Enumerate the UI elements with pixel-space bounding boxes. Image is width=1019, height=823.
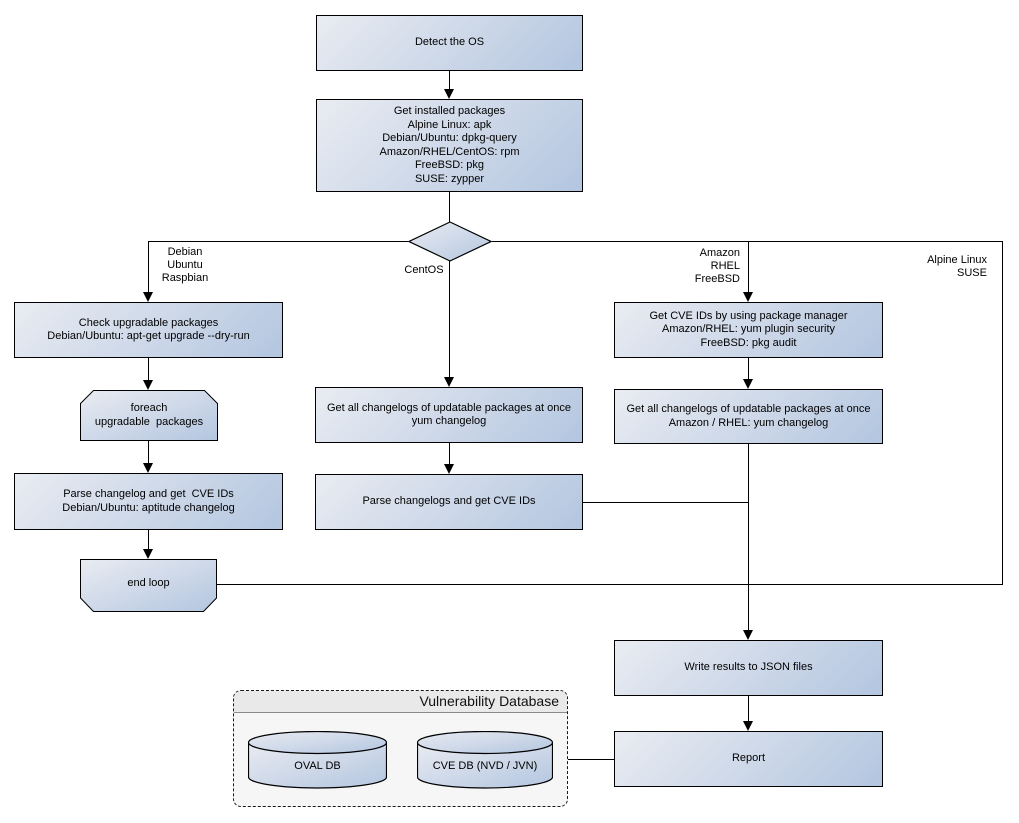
arrowhead-into-parse-deb: [142, 463, 153, 473]
node-detect-os: Detect the OS: [316, 15, 583, 71]
node-report: Report: [614, 731, 883, 787]
connector-cveids-to-changelogs: [748, 358, 749, 379]
arrowhead-into-report: [742, 721, 753, 731]
arrowhead-into-changelogs-centos: [443, 377, 454, 387]
loop-start-label: foreach upgradable packages: [94, 402, 204, 428]
branch-label-centos: CentOS: [404, 264, 444, 276]
arrowhead-into-write-results: [742, 630, 753, 640]
node-get-changelogs-centos: Get all changelogs of updatable packages…: [315, 387, 583, 443]
branch-label-debian: Debian Ubuntu Raspbian: [161, 246, 209, 284]
connector-foreach-to-parse: [148, 441, 149, 463]
connector-detect-to-installed: [449, 71, 450, 90]
arrowhead-into-cveids: [742, 292, 753, 302]
connector-database-to-report: [568, 759, 614, 760]
connector-farright-branch-down: [1002, 241, 1003, 585]
node-write-results: Write results to JSON files: [614, 640, 883, 696]
connector-right-branch-down: [748, 241, 749, 292]
connector-changelogs-to-parse-centos: [449, 443, 450, 464]
loop-start-shape: [80, 390, 218, 441]
connector-check-to-foreach: [148, 358, 149, 380]
oval-db-cylinder: [248, 731, 387, 789]
connector-decision-left: [148, 241, 408, 242]
oval-db-label: OVAL DB: [294, 760, 341, 772]
arrowhead-into-endloop: [142, 549, 153, 559]
loop-end-shape: [80, 559, 217, 612]
branch-label-amazon: Amazon RHEL FreeBSD: [694, 247, 740, 285]
cve-db-cylinder: [417, 731, 553, 789]
branch-label-alpine-suse: Alpine Linux SUSE: [927, 254, 987, 279]
connector-parse-centos-to-merge: [583, 502, 748, 503]
connector-center-branch-down: [449, 261, 450, 377]
node-parse-changelog-deb: Parse changelog and get CVE IDs Debian/U…: [14, 473, 283, 530]
vulnerability-database-title: Vulnerability Database: [234, 691, 567, 713]
node-parse-changelogs-centos: Parse changelogs and get CVE IDs: [315, 474, 583, 530]
connector-installed-to-decision: [449, 192, 450, 222]
connector-changelogs-to-write: [748, 444, 749, 630]
arrowhead-into-check: [142, 292, 153, 302]
arrowhead-into-changelogs-amazon: [742, 379, 753, 389]
connector-left-branch-down: [148, 241, 149, 292]
node-get-installed-packages: Get installed packages Alpine Linux: apk…: [316, 99, 583, 192]
cve-db-label: CVE DB (NVD / JVN): [432, 760, 538, 772]
connector-write-to-report: [748, 696, 749, 721]
connector-decision-right: [492, 241, 1002, 242]
decision-diamond: [408, 221, 492, 262]
node-get-changelogs-amazon: Get all changelogs of updatable packages…: [614, 389, 883, 444]
node-get-cve-ids-pkg-mgr: Get CVE IDs by using package manager Ama…: [614, 302, 883, 358]
arrowhead-into-foreach: [142, 380, 153, 390]
connector-parse-to-endloop: [148, 530, 149, 549]
loop-end-label: end loop: [127, 577, 170, 590]
connector-endloop-to-merge: [217, 584, 1002, 585]
arrowhead-into-installed: [443, 89, 454, 99]
node-check-upgradable: Check upgradable packages Debian/Ubuntu:…: [14, 302, 283, 358]
arrowhead-into-parse-centos: [443, 464, 454, 474]
